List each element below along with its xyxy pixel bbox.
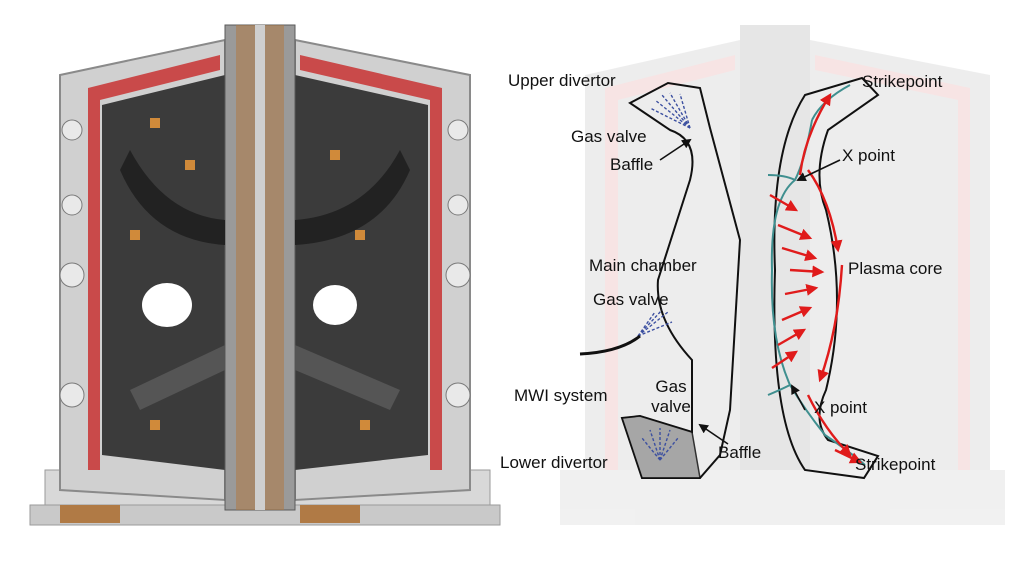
label-main-chamber: Main chamber	[589, 256, 697, 275]
label-mwi-system: MWI system	[514, 386, 608, 405]
x-point-bottom-arrow	[791, 384, 806, 411]
gas-feed-line	[579, 334, 641, 356]
gas-puff-mid	[637, 309, 673, 337]
label-lower-divertor: Lower divertor	[500, 453, 608, 472]
label-strikepoint-top: Strikepoint	[862, 72, 943, 91]
label-leader-arrows	[659, 138, 841, 445]
label-baffle-upper: Baffle	[610, 155, 654, 174]
lower-divertor-region	[620, 415, 701, 479]
label-plasma-core: Plasma core	[848, 259, 943, 278]
label-x-point-bottom: X point	[814, 398, 867, 417]
label-strikepoint-bottom: Strikepoint	[855, 455, 936, 474]
label-upper-divertor: Upper divertor	[508, 71, 616, 90]
baffle-lower-arrow	[698, 423, 729, 445]
gas-puff-lower	[641, 428, 679, 461]
faded-tokamak-background	[560, 25, 1005, 525]
x-point-top-arrow	[796, 159, 841, 182]
label-gas-valve-upper: Gas valve	[571, 127, 647, 146]
baffle-upper-arrow	[659, 138, 692, 161]
label-gas-valve-lower: Gas valve	[651, 377, 691, 416]
tokamak-cutaway-graphic	[29, 24, 501, 526]
label-baffle-lower: Baffle	[718, 443, 762, 462]
label-gas-valve-mid: Gas valve	[593, 290, 669, 309]
plasma-flow-arrows	[769, 92, 863, 464]
label-x-point-top: X point	[842, 146, 895, 165]
gas-puff-upper	[649, 92, 691, 129]
separatrix-line	[767, 84, 866, 466]
